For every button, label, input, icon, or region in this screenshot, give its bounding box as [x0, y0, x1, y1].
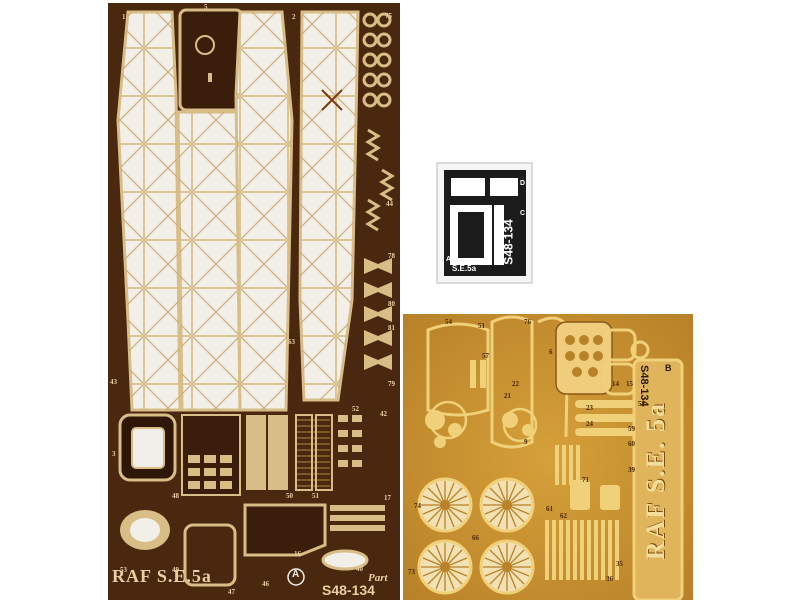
part-number-b: 22	[512, 380, 519, 388]
film-letter-c: C	[520, 210, 526, 217]
part-number-b: 39	[628, 466, 635, 474]
part-number-a: 1	[122, 13, 126, 21]
wheels	[417, 477, 535, 595]
fret-b	[403, 314, 693, 602]
fret-a-letter: A	[292, 569, 300, 580]
part-number-a: 75	[385, 12, 392, 20]
part-number-b: 15	[626, 380, 633, 388]
part-number-a: 80	[388, 300, 395, 308]
film-sheet	[436, 162, 533, 284]
film-letter-d: D	[520, 180, 526, 187]
part-number-a: 49	[172, 566, 179, 574]
fret-b-title: RAF S.E. 5a	[641, 401, 670, 561]
part-number-a: 46	[262, 580, 269, 588]
film-letter-a: A	[446, 256, 452, 263]
part-number-b: 9	[524, 438, 528, 446]
part-number-b: 74	[414, 502, 421, 510]
part-number-a: 63	[288, 338, 295, 346]
part-number-a: 78	[388, 252, 395, 260]
film-title: S.E.5a	[452, 264, 477, 273]
part-number-a: 53	[120, 566, 127, 574]
part-number-b: 57	[482, 352, 489, 360]
part-number-a: 42	[380, 410, 387, 418]
fret-b-letter: B	[665, 363, 672, 373]
part-number-a: 43	[110, 378, 117, 386]
part-number-a: 40	[356, 565, 363, 573]
part-number-a: 51	[312, 492, 319, 500]
part-number-b: 60	[628, 440, 635, 448]
fret-a-title: RAF S.E.5a	[112, 566, 212, 586]
part-number-a: 50	[286, 492, 293, 500]
part-number-b: 58	[638, 400, 645, 408]
part-number-b: 66	[472, 534, 479, 542]
part-number-b: 51	[478, 322, 485, 330]
part-number-b: 61	[546, 505, 553, 513]
film-code: S48-134	[501, 219, 516, 265]
part-number-a: 52	[352, 405, 359, 413]
part-number-b: 76	[524, 318, 531, 326]
part-number-b: 59	[628, 425, 635, 433]
part-number-b: 62	[560, 512, 567, 520]
part-number-a: 5	[204, 3, 208, 11]
fret-a-code: S48-134	[322, 582, 375, 598]
part-number-b: 35	[616, 560, 623, 568]
part-number-a: 16	[294, 550, 301, 558]
part-number-b: 73	[408, 568, 415, 576]
part-number-a: 47	[228, 588, 235, 596]
part-number-b: 36	[606, 575, 613, 583]
part-number-b: 54	[445, 318, 452, 326]
part-number-b: 14	[612, 380, 619, 388]
part-number-a: 17	[384, 494, 391, 502]
part-number-a: 48	[172, 492, 179, 500]
fret-a-brand: Part	[368, 572, 388, 584]
part-number-a: 44	[386, 200, 393, 208]
part-number-b: 21	[504, 392, 511, 400]
part-number-a: 81	[388, 324, 395, 332]
part-number-b: 23	[586, 404, 593, 412]
part-number-a: 3	[112, 450, 116, 458]
part-number-a: 79	[388, 380, 395, 388]
fret-a	[108, 3, 400, 600]
part-number-b: 71	[582, 476, 589, 484]
film-letter-b: B	[496, 256, 502, 263]
part-number-a: 2	[292, 13, 296, 21]
part-number-b: 6	[549, 348, 553, 356]
part-number-b: 24	[586, 420, 593, 428]
